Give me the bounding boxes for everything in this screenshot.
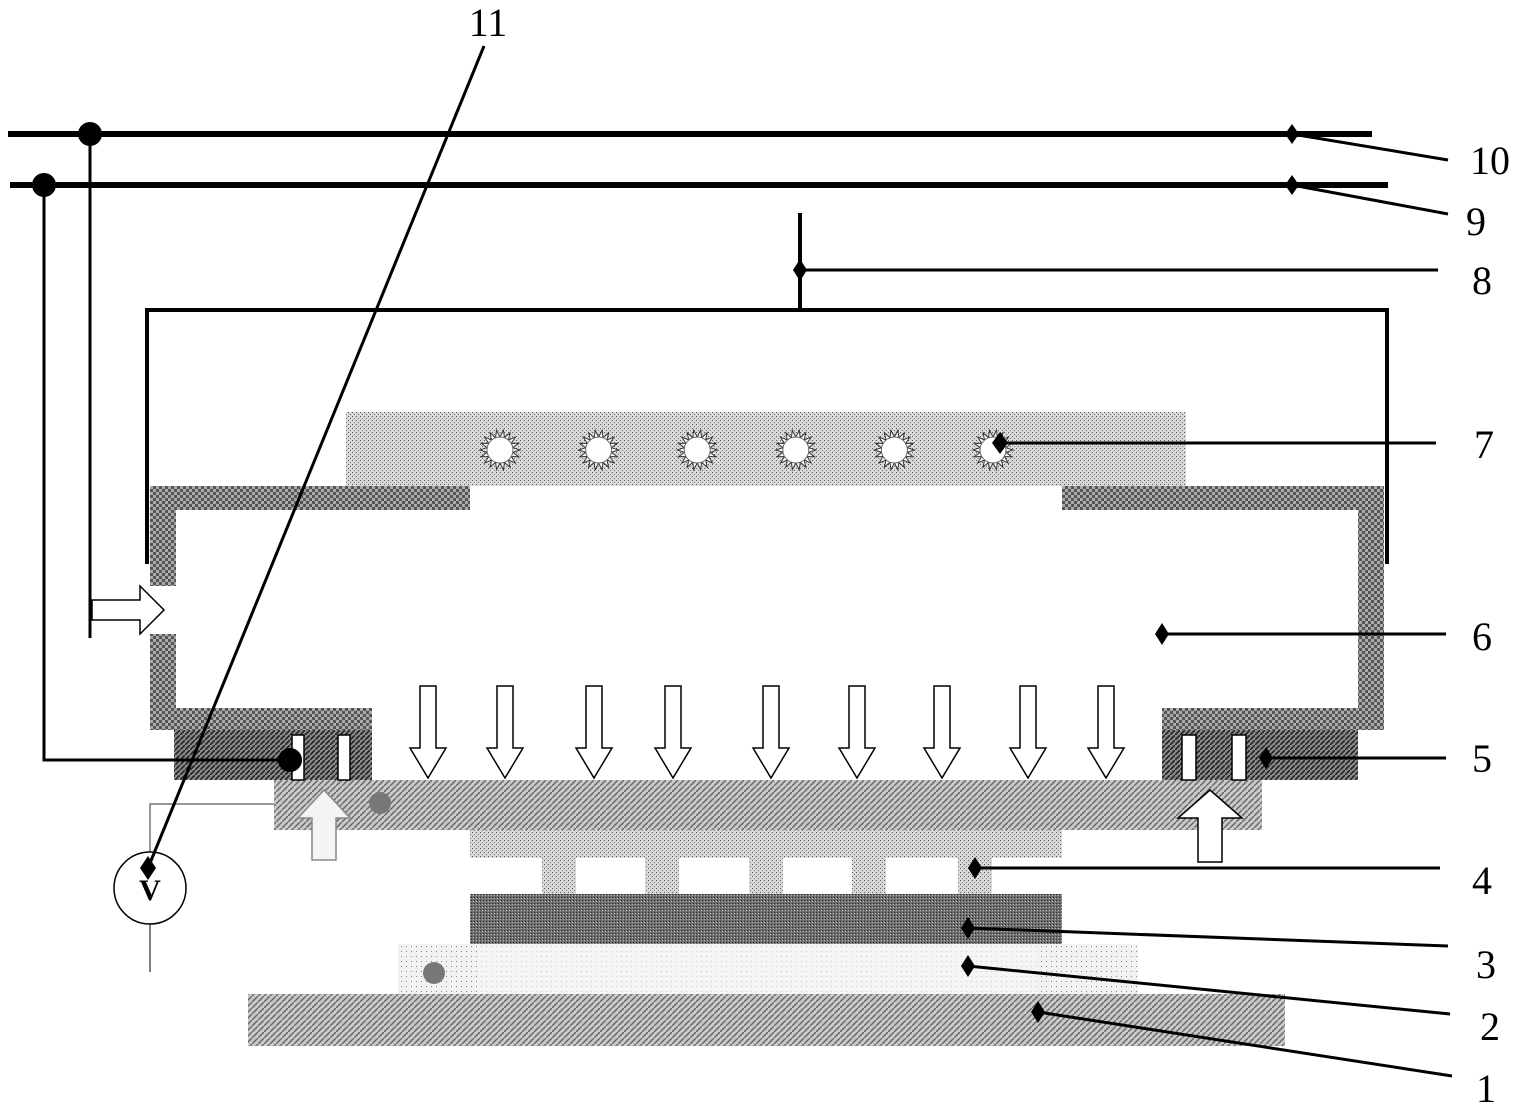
callout-8: 8 bbox=[1472, 258, 1492, 303]
substrate bbox=[470, 894, 1062, 944]
top-left-wall bbox=[150, 486, 470, 510]
support-post bbox=[749, 858, 783, 894]
meter-wiring bbox=[150, 804, 274, 855]
down-arrow-icon bbox=[655, 686, 691, 778]
marker-diamond bbox=[1285, 124, 1299, 144]
callout-10: 10 bbox=[1470, 138, 1510, 183]
leader-9 bbox=[1292, 185, 1448, 214]
supply-lines bbox=[8, 134, 1388, 185]
leader-markers bbox=[140, 124, 1299, 1023]
callout-7: 7 bbox=[1474, 422, 1494, 467]
callout-3: 3 bbox=[1476, 942, 1496, 987]
bottom-right-wall bbox=[1162, 708, 1384, 730]
callout-9: 9 bbox=[1466, 199, 1486, 244]
down-arrow-icon bbox=[410, 686, 446, 778]
electrode-contact bbox=[278, 748, 302, 772]
top-right-wall bbox=[1062, 486, 1384, 510]
support-post bbox=[645, 858, 679, 894]
substrate-holder-core bbox=[478, 944, 1038, 994]
down-arrow-icon bbox=[487, 686, 523, 778]
right-wall bbox=[1358, 510, 1384, 710]
right-slot bbox=[1182, 735, 1196, 780]
outer-frame bbox=[147, 213, 1387, 564]
callout-4: 4 bbox=[1472, 858, 1492, 903]
voltmeter-symbol: V bbox=[139, 874, 161, 907]
down-arrow-icon bbox=[1010, 686, 1046, 778]
callout-2: 2 bbox=[1480, 1004, 1500, 1049]
marker-diamond bbox=[1155, 623, 1169, 645]
left-wall-lower bbox=[150, 634, 176, 712]
left-slot bbox=[338, 735, 350, 780]
down-arrow-icon bbox=[839, 686, 875, 778]
callout-6: 6 bbox=[1472, 614, 1492, 659]
support-post bbox=[542, 858, 576, 894]
support-crossbar bbox=[470, 830, 1062, 858]
diffuser-plate bbox=[274, 780, 1262, 830]
base-plate bbox=[248, 994, 1285, 1046]
inlet-arrow bbox=[92, 586, 164, 634]
lamp-housing bbox=[346, 412, 1186, 486]
leader-10 bbox=[1292, 134, 1448, 160]
callout-1: 1 bbox=[1476, 1066, 1496, 1111]
plate-marker bbox=[369, 792, 391, 814]
callout-11: 11 bbox=[469, 0, 508, 45]
gas-flow-arrows bbox=[410, 686, 1124, 778]
left-wall-upper bbox=[150, 510, 176, 586]
down-arrow-icon bbox=[1088, 686, 1124, 778]
bottom-left-wall bbox=[150, 708, 372, 730]
support-post bbox=[852, 858, 886, 894]
holder-marker bbox=[423, 962, 445, 984]
down-arrow-icon bbox=[924, 686, 960, 778]
down-arrow-icon bbox=[753, 686, 789, 778]
marker-diamond bbox=[1285, 175, 1299, 195]
marker-diamond bbox=[793, 259, 807, 281]
down-arrow-icon bbox=[576, 686, 612, 778]
callout-5: 5 bbox=[1472, 736, 1492, 781]
right-slot bbox=[1232, 735, 1246, 780]
